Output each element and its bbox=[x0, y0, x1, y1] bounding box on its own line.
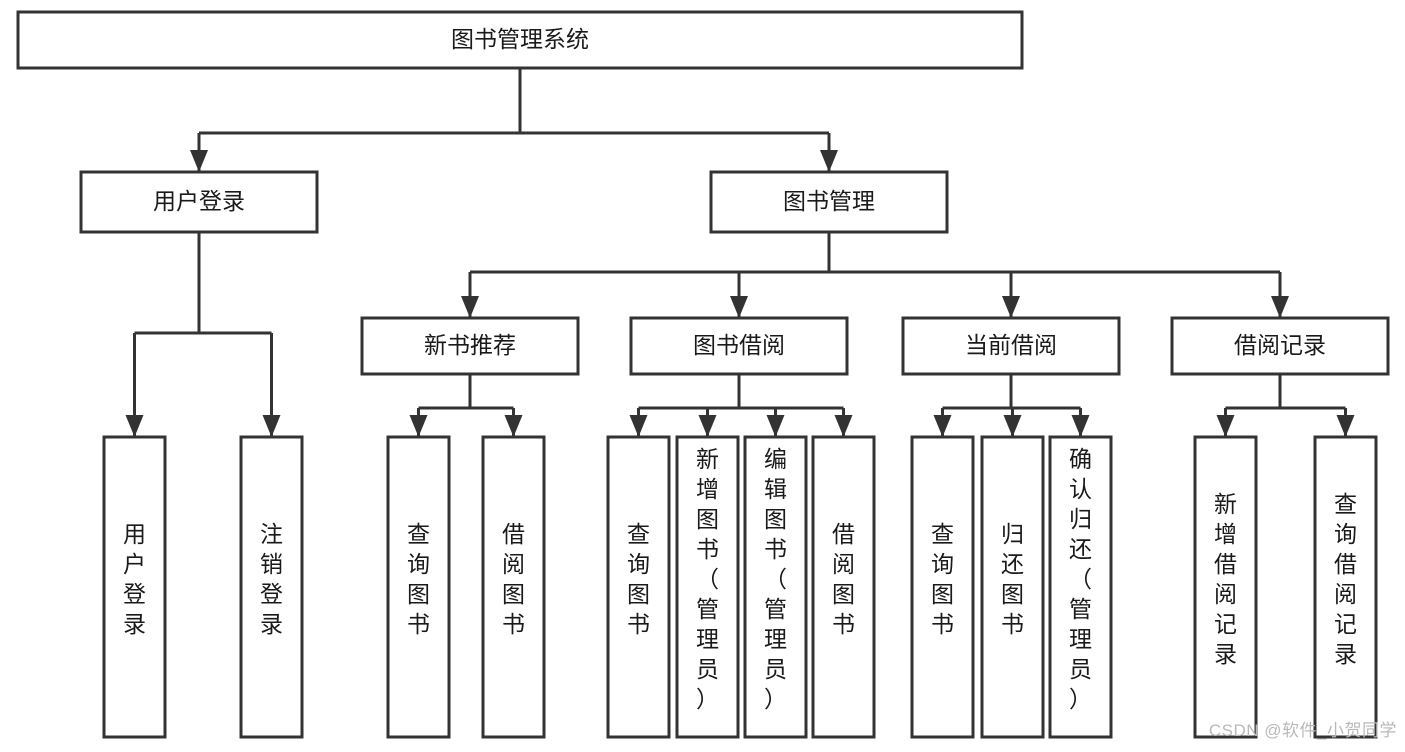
node-label: 新增借阅记录 bbox=[1214, 491, 1237, 667]
arrow-head-icon bbox=[834, 415, 853, 437]
node-box bbox=[1048, 435, 1113, 739]
node-box bbox=[79, 170, 319, 234]
node-label: 注销登录 bbox=[260, 521, 283, 637]
node-box bbox=[675, 435, 740, 739]
arrow-head-icon bbox=[730, 296, 748, 318]
node-user-login[interactable]: 用户登录 bbox=[79, 170, 319, 234]
node-add-borrow-record[interactable]: 新增借阅记录 bbox=[1193, 435, 1258, 739]
node-borrow-record[interactable]: 借阅记录 bbox=[1170, 316, 1390, 376]
node-book-borrow[interactable]: 图书借阅 bbox=[629, 316, 849, 376]
node-label: 查询图书 bbox=[627, 521, 650, 637]
node-label: 确认归还（管理员） bbox=[1069, 446, 1092, 712]
node-new-book-recommend[interactable]: 新书推荐 bbox=[360, 316, 580, 376]
node-current-borrow[interactable]: 当前借阅 bbox=[901, 316, 1121, 376]
arrow-head-icon bbox=[766, 415, 785, 437]
node-label: 图书管理系统 bbox=[451, 26, 589, 52]
node-box bbox=[16, 10, 1024, 70]
node-box bbox=[910, 435, 975, 739]
node-label: 当前借阅 bbox=[965, 332, 1057, 358]
node-user-login-do[interactable]: 用户登录 bbox=[102, 435, 167, 739]
arrow-head-icon bbox=[125, 415, 144, 437]
arrow-head-icon bbox=[1336, 415, 1355, 437]
node-box bbox=[629, 316, 849, 376]
node-box bbox=[811, 435, 876, 739]
watermark-text: CSDN @软件_小贺同学 bbox=[1208, 721, 1397, 740]
node-label: 借阅图书 bbox=[502, 521, 525, 637]
node-edit-book-admin[interactable]: 编辑图书（管理员） bbox=[743, 435, 808, 739]
arrow-head-icon bbox=[461, 296, 479, 318]
node-borrow-book-1[interactable]: 借阅图书 bbox=[481, 435, 546, 739]
node-label: 用户登录 bbox=[123, 521, 146, 637]
node-label: 新书推荐 bbox=[424, 332, 516, 358]
node-label: 图书借阅 bbox=[693, 332, 785, 358]
node-borrow-book-2[interactable]: 借阅图书 bbox=[811, 435, 876, 739]
node-label: 查询借阅记录 bbox=[1334, 491, 1357, 667]
node-label: 查询图书 bbox=[407, 521, 430, 637]
arrow-head-icon bbox=[1002, 296, 1020, 318]
node-query-book-1[interactable]: 查询图书 bbox=[386, 435, 451, 739]
node-query-book-2[interactable]: 查询图书 bbox=[606, 435, 671, 739]
arrow-head-icon bbox=[629, 415, 648, 437]
node-book-manage[interactable]: 图书管理 bbox=[709, 170, 949, 234]
arrow-head-icon bbox=[1071, 415, 1090, 437]
arrow-head-icon bbox=[1216, 415, 1235, 437]
node-add-book-admin[interactable]: 新增图书（管理员） bbox=[675, 435, 740, 739]
node-confirm-return-admin[interactable]: 确认归还（管理员） bbox=[1048, 435, 1113, 739]
arrow-head-icon bbox=[262, 415, 281, 437]
arrow-head-icon bbox=[933, 415, 952, 437]
node-box bbox=[1170, 316, 1390, 376]
node-box bbox=[239, 435, 304, 739]
node-label: 新增图书（管理员） bbox=[696, 446, 719, 712]
node-label: 查询图书 bbox=[931, 521, 954, 637]
node-box bbox=[360, 316, 580, 376]
arrow-head-icon bbox=[190, 150, 208, 172]
arrow-head-icon bbox=[504, 415, 523, 437]
node-label: 借阅记录 bbox=[1234, 332, 1326, 358]
node-user-logout[interactable]: 注销登录 bbox=[239, 435, 304, 739]
node-label: 归还图书 bbox=[1001, 521, 1024, 637]
node-box bbox=[102, 435, 167, 739]
node-label: 图书管理 bbox=[783, 188, 875, 214]
node-box bbox=[481, 435, 546, 739]
node-root[interactable]: 图书管理系统 bbox=[16, 10, 1024, 70]
node-box bbox=[709, 170, 949, 234]
arrow-head-icon bbox=[409, 415, 428, 437]
node-return-book[interactable]: 归还图书 bbox=[980, 435, 1045, 739]
arrow-head-icon bbox=[820, 150, 838, 172]
arrow-head-icon bbox=[1271, 296, 1289, 318]
node-label: 编辑图书（管理员） bbox=[764, 446, 787, 712]
arrow-head-icon bbox=[698, 415, 717, 437]
node-box bbox=[606, 435, 671, 739]
arrow-head-icon bbox=[1003, 415, 1022, 437]
node-query-book-3[interactable]: 查询图书 bbox=[910, 435, 975, 739]
node-label: 借阅图书 bbox=[832, 521, 855, 637]
node-query-borrow-record[interactable]: 查询借阅记录 bbox=[1313, 435, 1378, 739]
node-box bbox=[980, 435, 1045, 739]
node-box bbox=[1193, 435, 1258, 739]
node-label: 用户登录 bbox=[153, 188, 245, 214]
node-box bbox=[1313, 435, 1378, 739]
node-box bbox=[386, 435, 451, 739]
node-box bbox=[901, 316, 1121, 376]
node-box bbox=[743, 435, 808, 739]
